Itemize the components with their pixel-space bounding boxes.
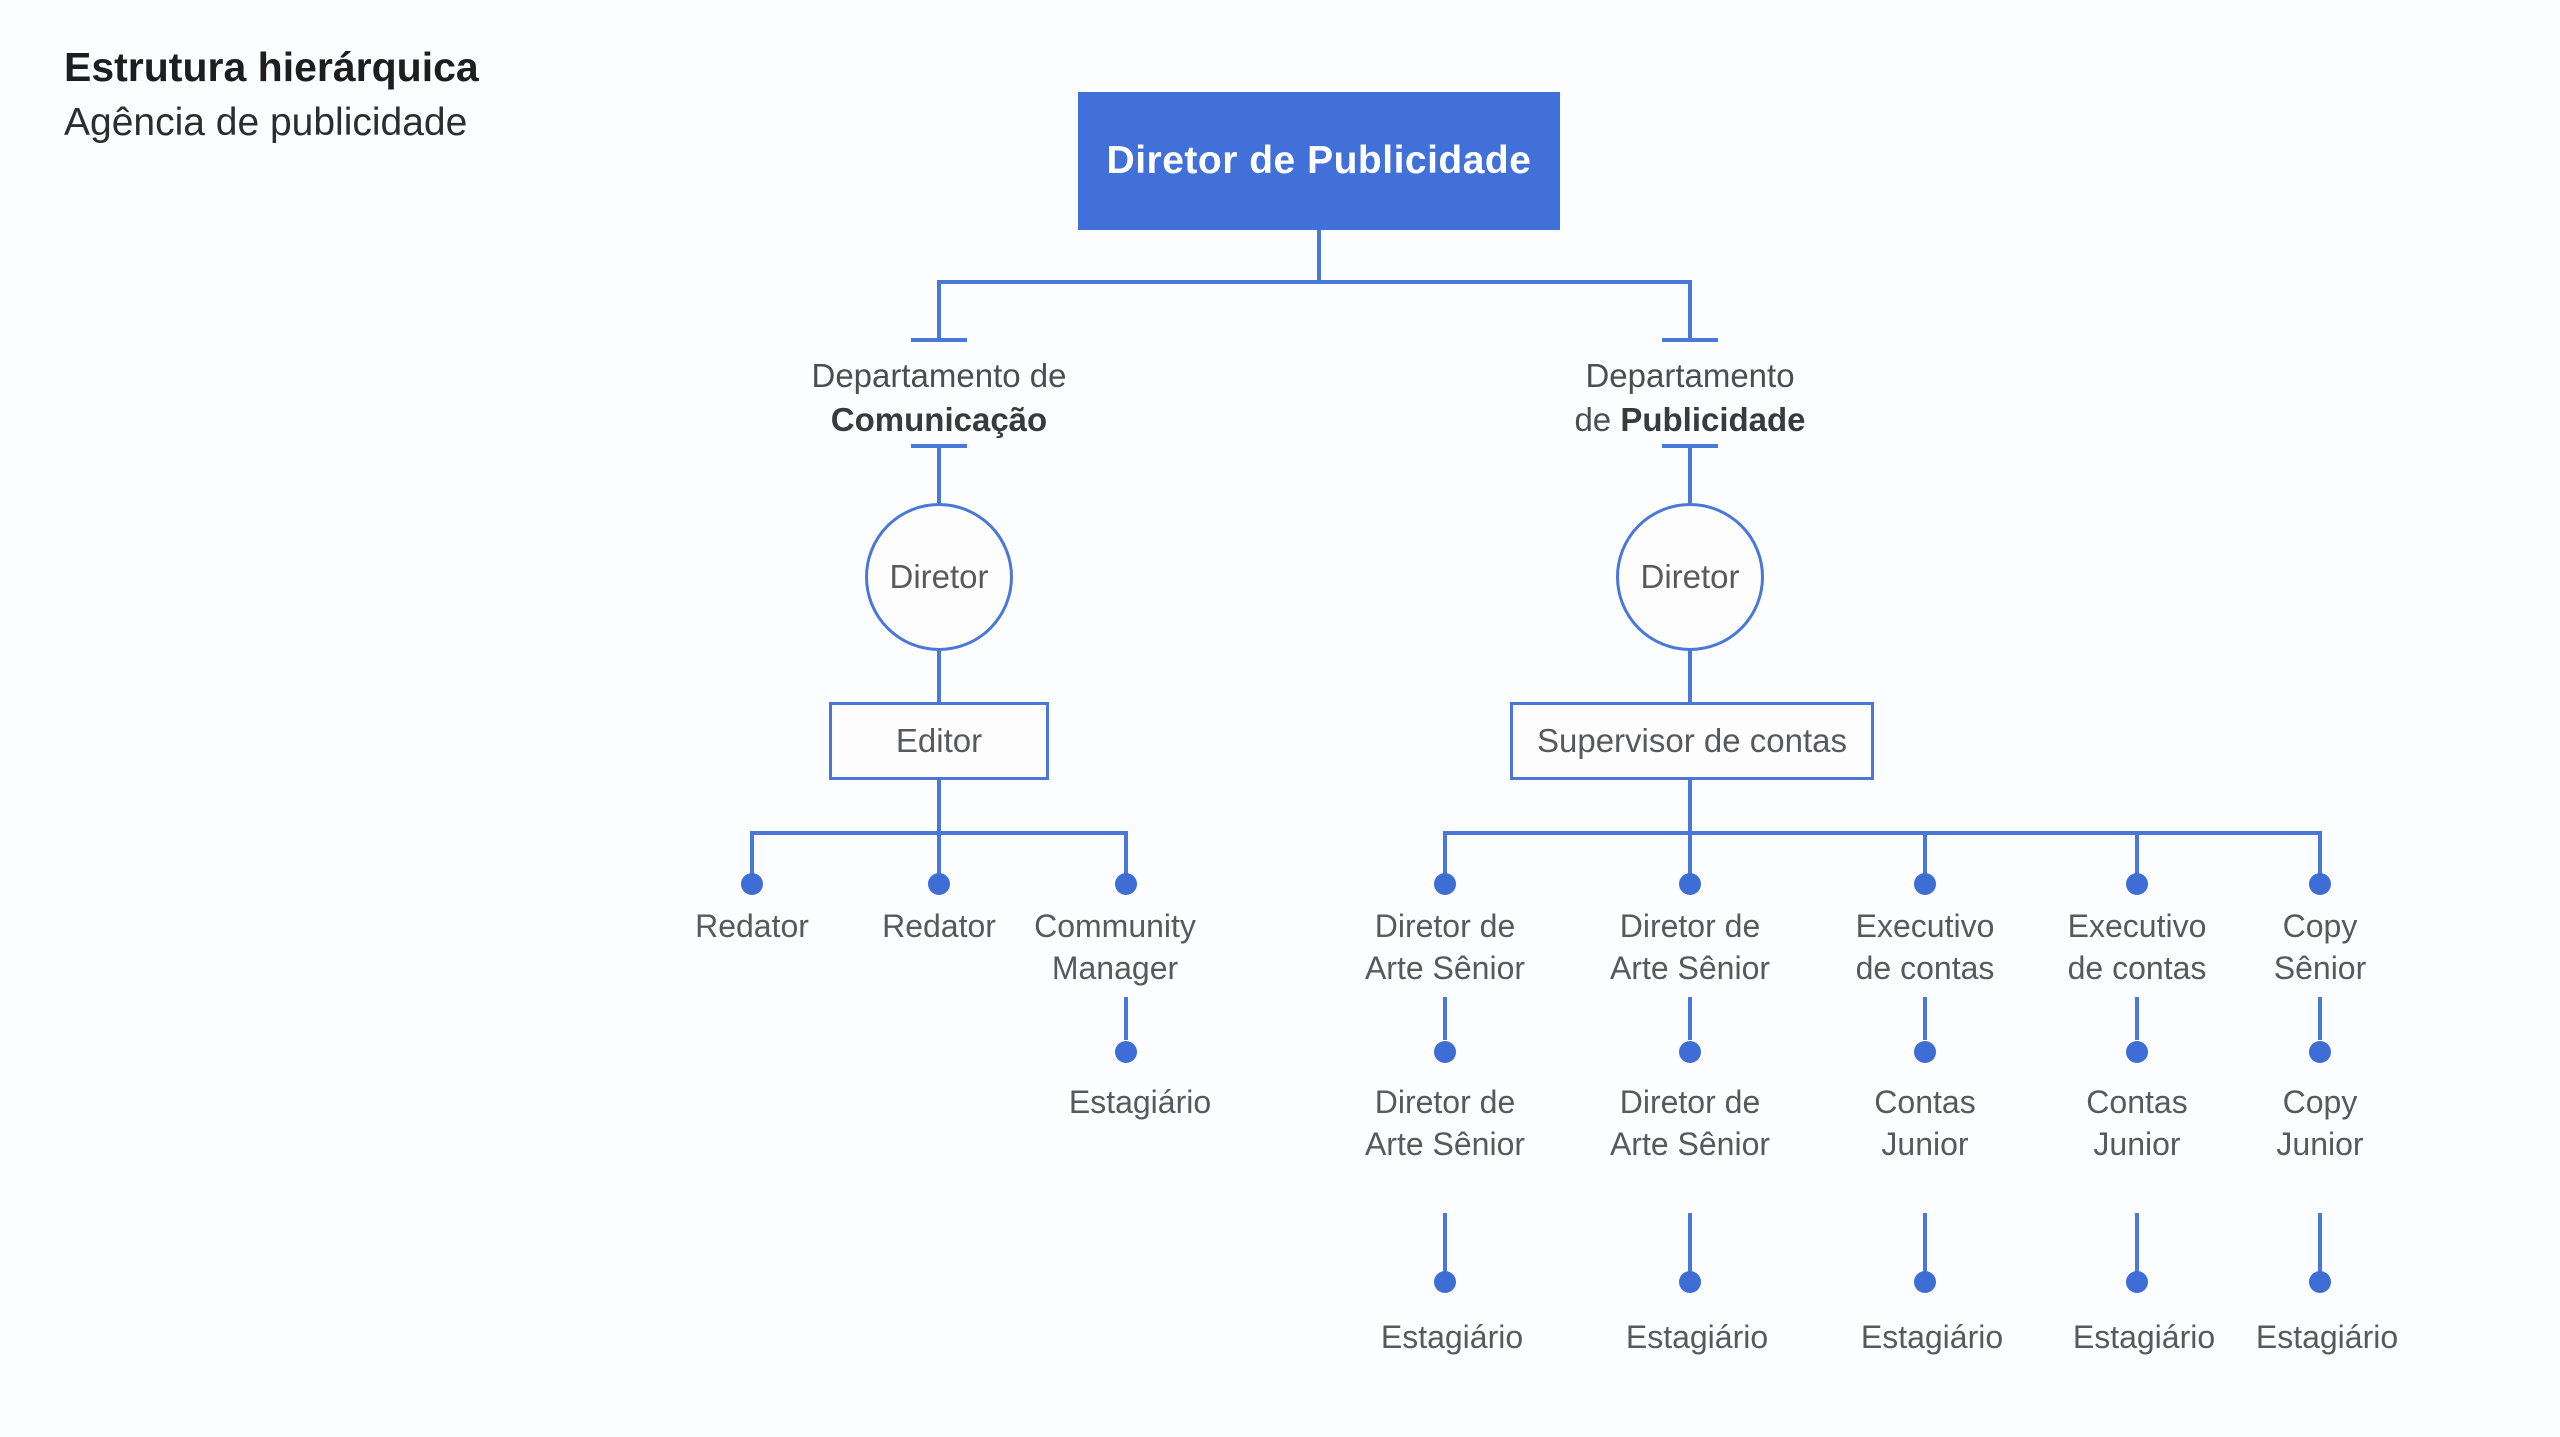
node-label-r3c4: Estagiário — [2072, 1319, 2216, 1355]
editor-label: Editor — [895, 722, 983, 759]
supervisor-label: Supervisor de contas — [1536, 722, 1847, 759]
root-node-label: Diretor de Publicidade — [1106, 139, 1532, 182]
node-label-r3c2: Estagiário — [1625, 1319, 1769, 1355]
node-dot — [1914, 873, 1936, 895]
chart-title-block: Estrutura hierárquica Agência de publici… — [64, 40, 479, 150]
supervisor-de-contas-box: Supervisor de contas — [1510, 702, 1874, 780]
node-label-r1c3: Executivo de contas — [1855, 908, 1995, 986]
node-label-estagiario-left: Estagiário — [1068, 1084, 1212, 1120]
node-label-r1c4: Executivo de contas — [2067, 908, 2207, 986]
page-title: Estrutura hierárquica — [64, 44, 479, 90]
node-label-r2c1: Diretor de Arte Sênior — [1364, 1084, 1526, 1162]
node-label-r3c1: Estagiário — [1380, 1319, 1524, 1355]
node-dot — [1434, 1271, 1456, 1293]
director-label: Diretor — [889, 558, 989, 595]
node-label-r3c5: Estagiário — [2255, 1319, 2399, 1355]
node-dot — [2309, 1041, 2331, 1063]
node-label-r1c2: Diretor de Arte Sênior — [1609, 908, 1771, 986]
director-label: Diretor — [1640, 558, 1740, 595]
node-label-r1c1: Diretor de Arte Sênior — [1364, 908, 1526, 986]
node-dot — [1434, 1041, 1456, 1063]
department-line1: Departamento — [1585, 357, 1795, 394]
node-dot — [2309, 1271, 2331, 1293]
node-label-redator-2: Redator — [882, 908, 996, 944]
node-label-r2c2: Diretor de Arte Sênior — [1609, 1084, 1771, 1162]
connector-lines — [750, 229, 2322, 1272]
node-label-redator-1: Redator — [695, 908, 809, 944]
node-dot — [2126, 1041, 2148, 1063]
node-dot — [1914, 1271, 1936, 1293]
department-line2-prefix: de — [1574, 401, 1621, 438]
node-dot — [1679, 1041, 1701, 1063]
root-node-diretor-de-publicidade: Diretor de Publicidade — [1078, 92, 1560, 230]
node-label-r2c3: Contas Junior — [1874, 1084, 1976, 1162]
director-circle-left: Diretor — [865, 503, 1013, 651]
department-label-publicidade: Departamento de Publicidade — [1470, 354, 1910, 442]
department-line2-bold: Publicidade — [1620, 401, 1806, 438]
node-dot — [1914, 1041, 1936, 1063]
editor-box: Editor — [829, 702, 1049, 780]
department-label-comunicacao: Departamento de Comunicação — [719, 354, 1159, 442]
node-dot — [928, 873, 950, 895]
node-dots — [741, 873, 2331, 1293]
page-subtitle: Agência de publicidade — [64, 101, 468, 144]
node-dot — [2126, 873, 2148, 895]
node-label-r3c3: Estagiário — [1860, 1319, 2004, 1355]
node-label-r1c5: Copy Sênior — [2273, 908, 2367, 986]
department-line2-bold: Comunicação — [830, 401, 1048, 438]
node-dot — [1115, 1041, 1137, 1063]
node-dot — [2309, 873, 2331, 895]
node-dot — [1434, 873, 1456, 895]
node-dot — [1679, 873, 1701, 895]
node-dot — [741, 873, 763, 895]
node-dot — [1679, 1271, 1701, 1293]
department-line1: Departamento de — [811, 357, 1067, 394]
node-label-r2c5: Copy Junior — [2276, 1084, 2364, 1162]
node-dot — [2126, 1271, 2148, 1293]
node-label-community-manager: Community Manager — [1034, 908, 1196, 986]
director-circle-right: Diretor — [1616, 503, 1764, 651]
node-dot — [1115, 873, 1137, 895]
node-label-r2c4: Contas Junior — [2086, 1084, 2188, 1162]
